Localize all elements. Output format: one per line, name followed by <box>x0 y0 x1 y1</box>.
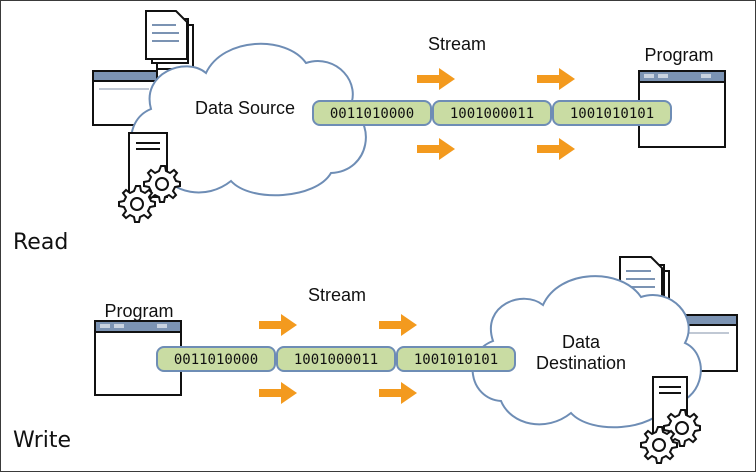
read-stream-label: Stream <box>428 34 486 54</box>
write-program-label: Program <box>104 301 173 321</box>
read-section: Data Source Stream Program <box>13 10 726 255</box>
destination-label-line2: Destination <box>536 353 626 373</box>
write-stream-label: Stream <box>308 285 366 305</box>
write-section: Program Stream <box>13 256 738 464</box>
segment-bits: 1001010101 <box>414 352 498 368</box>
read-section-label: Read <box>13 230 68 255</box>
write-section-label: Write <box>13 428 71 453</box>
segment-bits: 0011010000 <box>174 352 258 368</box>
stream-segment: 1001000011 <box>432 100 552 126</box>
destination-label-line1: Data <box>562 332 601 352</box>
write-stream-segments: 0011010000 1001000011 1001010101 <box>156 346 516 372</box>
read-stream-segments: 0011010000 1001000011 1001010101 <box>312 100 672 126</box>
stream-segment: 0011010000 <box>312 100 432 126</box>
read-program-label: Program <box>644 45 713 65</box>
source-label: Data Source <box>195 98 295 118</box>
stream-segment: 0011010000 <box>156 346 276 372</box>
stream-segment: 1001010101 <box>396 346 516 372</box>
stream-segment: 1001010101 <box>552 100 672 126</box>
data-source-cloud <box>130 42 367 197</box>
segment-bits: 1001010101 <box>570 106 654 122</box>
program-window-icon <box>94 320 182 396</box>
segment-bits: 0011010000 <box>330 106 414 122</box>
segment-bits: 1001000011 <box>450 106 534 122</box>
computer-window-icon <box>92 70 158 126</box>
stream-segment: 1001000011 <box>276 346 396 372</box>
segment-bits: 1001000011 <box>294 352 378 368</box>
document-stack-icon <box>145 10 194 70</box>
data-destination-cloud <box>471 275 702 429</box>
